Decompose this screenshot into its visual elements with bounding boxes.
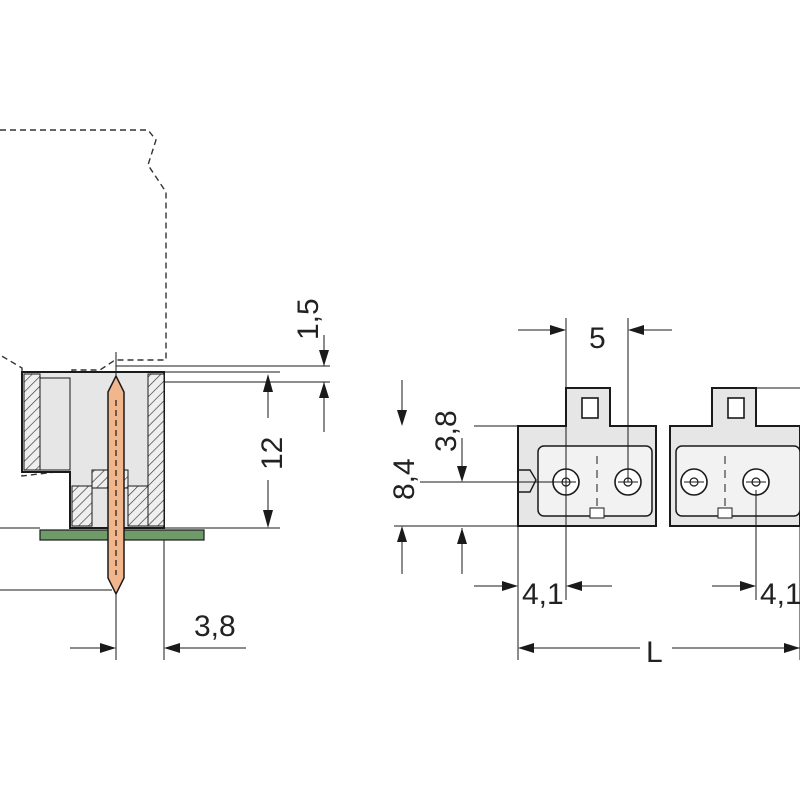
latch-window-1 xyxy=(581,397,599,419)
dim-total-length: L xyxy=(646,636,663,669)
mating-plug-outline xyxy=(0,129,167,477)
dim-side-offset: 3,8 xyxy=(194,610,236,643)
housing-base-left xyxy=(71,485,93,527)
dim-end-right: 4,1 xyxy=(760,578,800,611)
dim-pitch: 5 xyxy=(589,322,606,355)
housing-cavity-inner xyxy=(39,377,71,471)
side-notch-1 xyxy=(518,469,537,493)
dim-front-height: 8,4 xyxy=(388,458,421,500)
latch-window-2 xyxy=(727,397,745,419)
housing-base-right xyxy=(127,485,149,527)
dim-top-gap: 1,5 xyxy=(292,298,325,340)
housing-wall-left xyxy=(23,373,41,471)
front-view: 5 3,8 8,4 4,1 4,1 L xyxy=(388,318,800,669)
pin-hole-3 xyxy=(680,468,708,496)
dim-front-upper: 3,8 xyxy=(430,410,463,452)
side-view: 1,5 12 3,8 xyxy=(0,129,330,660)
dim-end-left: 4,1 xyxy=(522,578,564,611)
dim-height: 12 xyxy=(256,437,289,470)
housing-wall-right xyxy=(147,373,165,527)
cavity-2 xyxy=(675,445,800,517)
